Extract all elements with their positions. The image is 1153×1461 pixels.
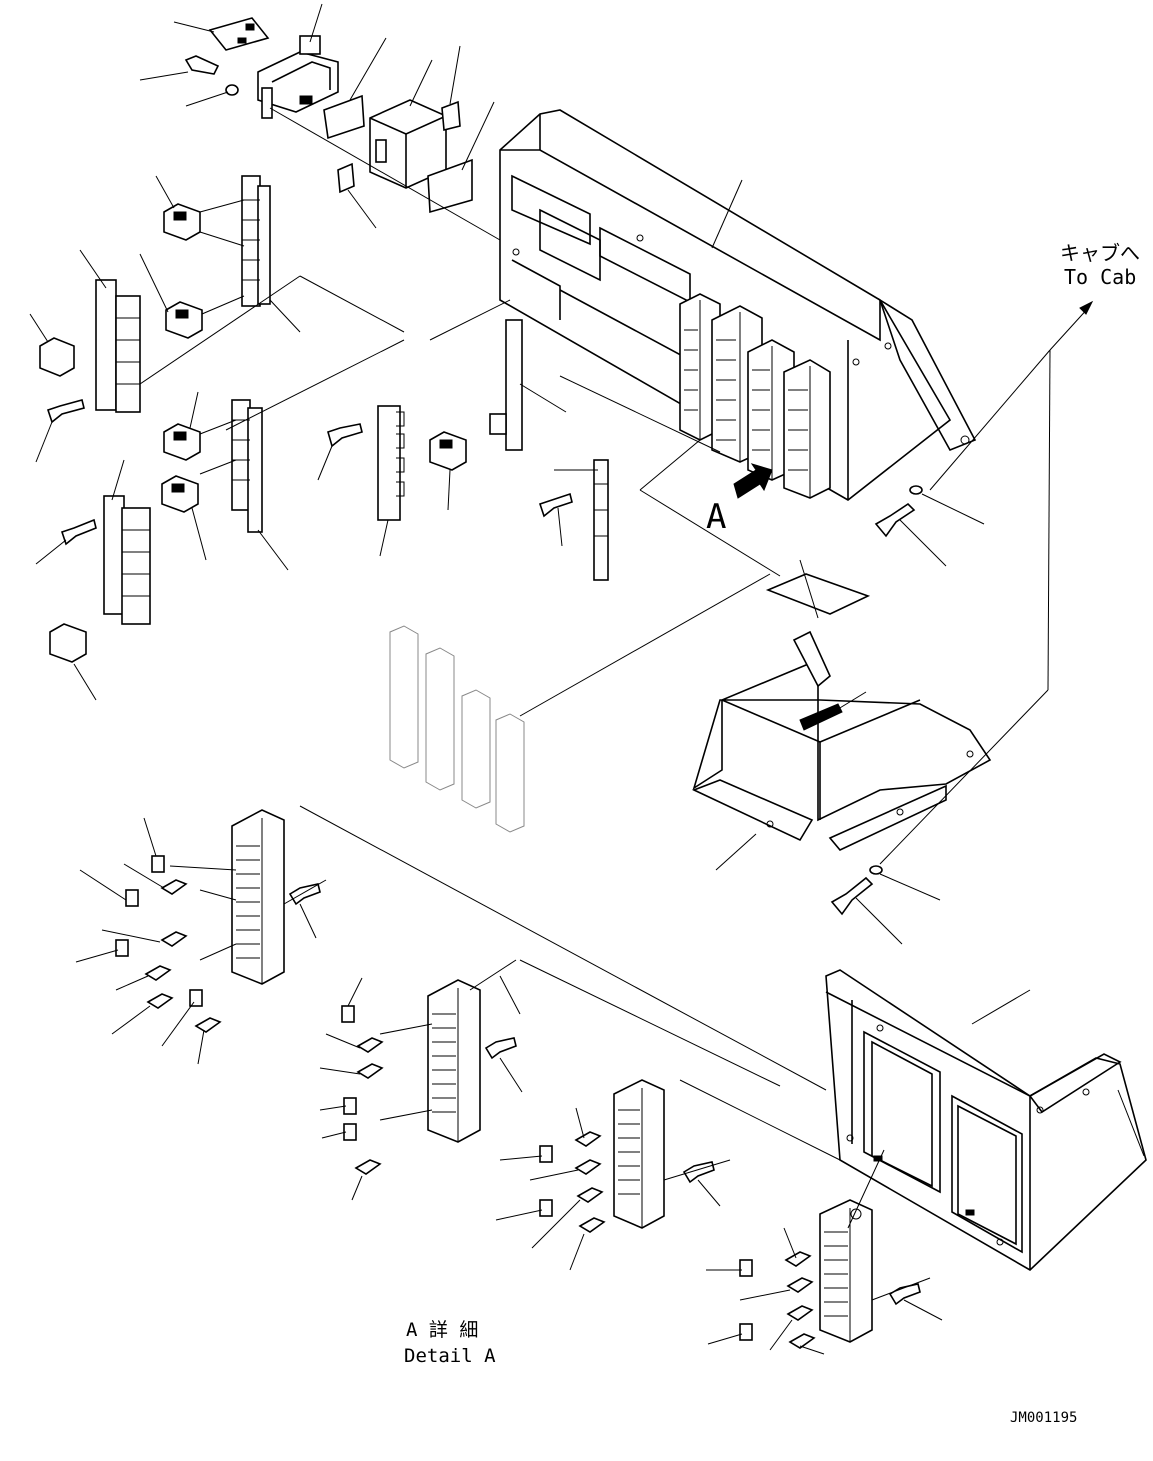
fuse-set-1	[115, 855, 222, 1033]
spare-fuse-holders	[389, 573, 771, 833]
relay-group-upper	[29, 175, 405, 463]
fuse-box-main-panel	[499, 109, 977, 501]
relay-7	[429, 431, 467, 471]
relay-2	[165, 301, 203, 339]
middle-brackets	[317, 299, 781, 581]
view-marker-label: A	[706, 497, 726, 537]
relay-6	[49, 623, 87, 663]
detail-label-jp: A 詳 細	[406, 1319, 478, 1341]
fuse-set-4	[739, 1251, 816, 1349]
to-cab-note: キャブへ To Cab	[929, 241, 1140, 691]
relay-5	[161, 475, 199, 513]
detail-a-fuse-box-2	[319, 959, 781, 1201]
leader-lines-top	[139, 3, 501, 241]
view-arrow-a: A	[706, 463, 773, 537]
fuse-set-2	[341, 1005, 384, 1175]
fuse-set-3	[539, 1131, 606, 1233]
fuse-block-4	[783, 359, 831, 499]
top-bracket-assembly	[184, 17, 473, 214]
relay-3	[39, 337, 75, 377]
detail-a-fuse-box-1	[75, 805, 827, 1091]
to-cab-label-en: To Cab	[1064, 265, 1136, 289]
drawing-number: JM001195	[1010, 1410, 1077, 1426]
detail-a-fuse-box-4	[706, 1199, 943, 1355]
bolt-right-upper	[874, 485, 985, 567]
detail-a-caption: A 詳 細 Detail A	[404, 1319, 496, 1367]
relay-1	[163, 203, 201, 241]
relay-group-lower	[35, 339, 405, 701]
lower-mounting-panel	[825, 969, 1147, 1271]
relay-4	[163, 423, 201, 461]
bolt-right-lower	[830, 865, 941, 945]
detail-a-fuse-box-3	[495, 1079, 841, 1271]
to-cab-label-jp: キャブへ	[1060, 241, 1140, 265]
fuse-box-cover	[691, 559, 1049, 871]
detail-label-en: Detail A	[404, 1345, 496, 1367]
